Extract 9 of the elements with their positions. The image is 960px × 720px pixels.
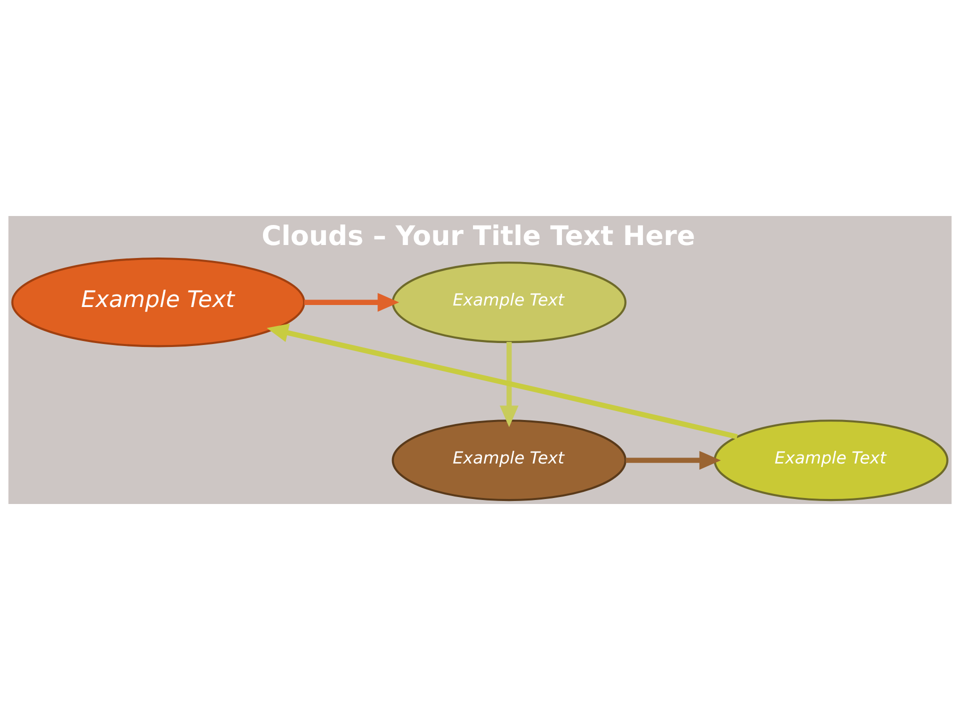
node-ellipse: Example Text [11, 257, 306, 348]
arrow [626, 450, 721, 470]
diagram-title: Clouds – Your Title Text Here [262, 220, 696, 252]
node-ellipse: Example Text [714, 420, 948, 502]
node-ellipse: Example Text [392, 420, 626, 502]
arrow [304, 292, 400, 312]
arrow [500, 342, 519, 428]
arrow [266, 324, 738, 440]
node-ellipse: Example Text [392, 262, 626, 344]
